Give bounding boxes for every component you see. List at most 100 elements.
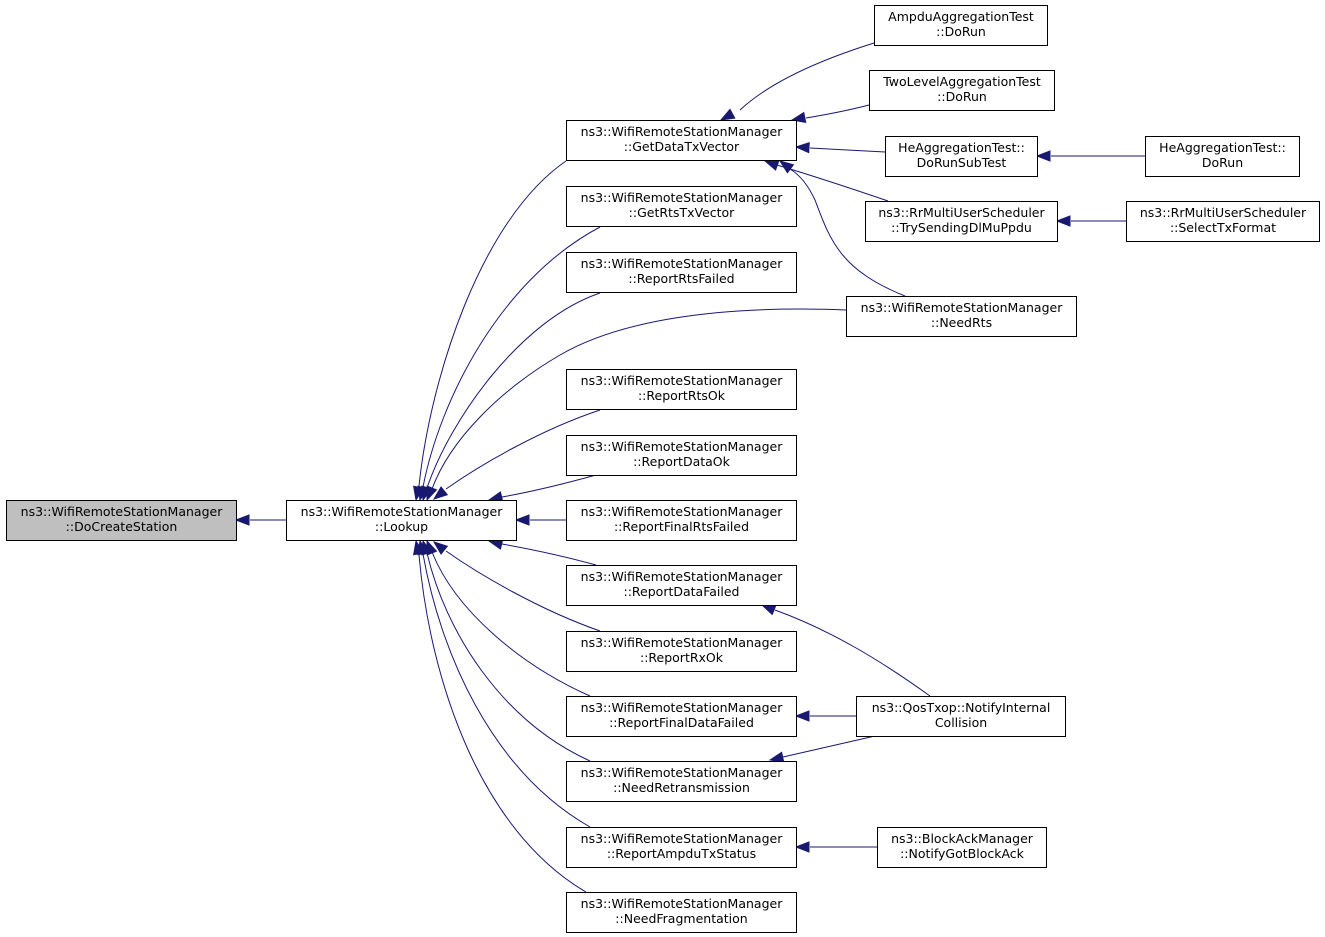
edge-reportfinaldatafailed-to-lookup — [426, 539, 591, 697]
edge-reportdataok-to-lookup — [487, 474, 597, 503]
node-label-line2: ::GetDataTxVector — [624, 139, 740, 154]
edge-blockack-to-reportampdutxstatus — [794, 841, 877, 853]
node-box — [856, 696, 1066, 737]
node-reportampdutxstatus[interactable]: ns3::WifiRemoteStationManager::ReportAmp… — [566, 827, 797, 868]
node-needrts[interactable]: ns3::WifiRemoteStationManager::NeedRts — [846, 296, 1077, 337]
node-label-line2: ::NeedRetransmission — [613, 780, 750, 795]
node-box — [566, 500, 797, 541]
node-reportfinaldatafailed[interactable]: ns3::WifiRemoteStationManager::ReportFin… — [566, 696, 797, 737]
node-label-line1: ns3::RrMultiUserScheduler — [1140, 205, 1307, 220]
edge-arrowhead — [1035, 150, 1051, 162]
edge-arrowhead — [234, 514, 250, 526]
edge-reportrtsok-to-lookup — [432, 409, 601, 500]
edge-arrowhead — [794, 841, 810, 853]
node-reportdataok[interactable]: ns3::WifiRemoteStationManager::ReportDat… — [566, 435, 797, 476]
edge-line — [431, 308, 847, 490]
node-box — [566, 631, 797, 672]
node-label-line1: AmpduAggregationTest — [888, 9, 1034, 24]
node-heaggdorun[interactable]: HeAggregationTest::DoRun — [1145, 136, 1300, 177]
edge-arrowhead — [432, 541, 449, 555]
node-label-line1: ns3::WifiRemoteStationManager — [581, 373, 784, 388]
node-needfragmentation[interactable]: ns3::WifiRemoteStationManager::NeedFragm… — [566, 892, 797, 933]
node-lookup[interactable]: ns3::WifiRemoteStationManager::Lookup — [286, 500, 517, 541]
node-box — [566, 761, 797, 802]
node-label-line1: ns3::WifiRemoteStationManager — [581, 831, 784, 846]
node-label-line2: ::ReportAmpduTxStatus — [607, 846, 756, 861]
node-label-line1: ns3::WifiRemoteStationManager — [301, 504, 504, 519]
edge-line — [805, 104, 870, 119]
node-reportrtsok[interactable]: ns3::WifiRemoteStationManager::ReportRts… — [566, 369, 797, 410]
node-label-line2: ::ReportFinalDataFailed — [609, 715, 754, 730]
node-label-line1: ns3::WifiRemoteStationManager — [581, 256, 784, 271]
node-box — [566, 565, 797, 606]
node-heaggsub[interactable]: HeAggregationTest::DoRunSubTest — [885, 136, 1038, 177]
edge-needrts-to-lookup — [426, 308, 847, 502]
node-box — [286, 500, 517, 541]
edge-arrowhead — [514, 514, 530, 526]
node-label-line1: ns3::WifiRemoteStationManager — [581, 124, 784, 139]
edge-rrselect-to-rrtrysending — [1055, 215, 1126, 227]
node-label-line2: ::ReportDataFailed — [624, 584, 740, 599]
node-box — [874, 5, 1048, 46]
node-box — [846, 296, 1077, 337]
node-label-line2: ::NotifyGotBlockAck — [900, 846, 1025, 861]
edge-line — [501, 543, 597, 566]
edge-arrowhead — [432, 486, 449, 500]
node-reportfinalrtsfailed[interactable]: ns3::WifiRemoteStationManager::ReportFin… — [566, 500, 797, 541]
node-needretransmission[interactable]: ns3::WifiRemoteStationManager::NeedRetra… — [566, 761, 797, 802]
node-box — [566, 435, 797, 476]
edge-reportfinalrtsfailed-to-lookup — [514, 514, 566, 526]
node-label-line1: ns3::WifiRemoteStationManager — [861, 300, 1064, 315]
node-label-line1: ns3::WifiRemoteStationManager — [581, 896, 784, 911]
node-box — [566, 252, 797, 293]
node-twoleveltest[interactable]: TwoLevelAggregationTest::DoRun — [869, 70, 1055, 111]
node-box — [877, 827, 1047, 868]
node-reportrtsfailed[interactable]: ns3::WifiRemoteStationManager::ReportRts… — [566, 252, 797, 293]
edge-arrowhead — [794, 141, 810, 154]
node-label-line1: TwoLevelAggregationTest — [882, 74, 1041, 89]
node-label-line1: HeAggregationTest:: — [1159, 140, 1286, 155]
node-label-line2: ::DoRun — [936, 24, 986, 39]
edge-line — [774, 609, 931, 697]
node-label-line1: ns3::WifiRemoteStationManager — [581, 765, 784, 780]
edge-arrowhead — [768, 751, 785, 763]
edge-reportdatafailed-to-lookup — [487, 538, 597, 566]
edge-arrowhead — [760, 604, 777, 616]
edge-line — [782, 735, 876, 758]
edge-lookup-to-docreate — [234, 514, 286, 526]
node-box — [1126, 201, 1320, 242]
node-getdatatx[interactable]: ns3::WifiRemoteStationManager::GetDataTx… — [566, 120, 797, 161]
edge-line — [809, 147, 886, 153]
node-label-line1: ns3::WifiRemoteStationManager — [581, 569, 784, 584]
node-reportdatafailed[interactable]: ns3::WifiRemoteStationManager::ReportDat… — [566, 565, 797, 606]
node-box — [865, 201, 1058, 242]
edge-line — [739, 42, 875, 111]
node-rrtrysending[interactable]: ns3::RrMultiUserScheduler::TrySendingDlM… — [865, 201, 1058, 242]
node-label-line1: ns3::WifiRemoteStationManager — [581, 190, 784, 205]
node-rrselect[interactable]: ns3::RrMultiUserScheduler::SelectTxForma… — [1126, 201, 1320, 242]
node-label-line2: ::ReportFinalRtsFailed — [614, 519, 749, 534]
node-label-line2: Collision — [935, 715, 987, 730]
edge-needretransmission-to-lookup — [421, 539, 591, 762]
node-label-line2: ::SelectTxFormat — [1170, 220, 1276, 235]
edge-qostxop-to-reportdatafailed — [760, 604, 931, 697]
node-box — [566, 120, 797, 161]
node-label-line2: ::ReportRtsOk — [638, 388, 726, 403]
edge-arrowhead — [426, 485, 438, 502]
node-blockack[interactable]: ns3::BlockAckManager::NotifyGotBlockAck — [877, 827, 1047, 868]
edge-needrts-to-getdatatx — [778, 160, 906, 297]
edge-line — [422, 226, 601, 488]
node-label-line1: ns3::WifiRemoteStationManager — [581, 504, 784, 519]
node-reportrxok[interactable]: ns3::WifiRemoteStationManager::ReportRxO… — [566, 631, 797, 672]
node-ampdutest[interactable]: AmpduAggregationTest::DoRun — [874, 5, 1048, 46]
node-label-line2: ::ReportRxOk — [640, 650, 724, 665]
node-box — [6, 500, 237, 541]
edge-qostxop-to-needretransmission — [768, 735, 876, 763]
node-getrtstx[interactable]: ns3::WifiRemoteStationManager::GetRtsTxV… — [566, 186, 797, 227]
node-label-line1: ns3::WifiRemoteStationManager — [21, 504, 224, 519]
node-label-line1: HeAggregationTest:: — [898, 140, 1025, 155]
edge-arrowhead — [1055, 215, 1071, 227]
edge-line — [789, 168, 906, 297]
